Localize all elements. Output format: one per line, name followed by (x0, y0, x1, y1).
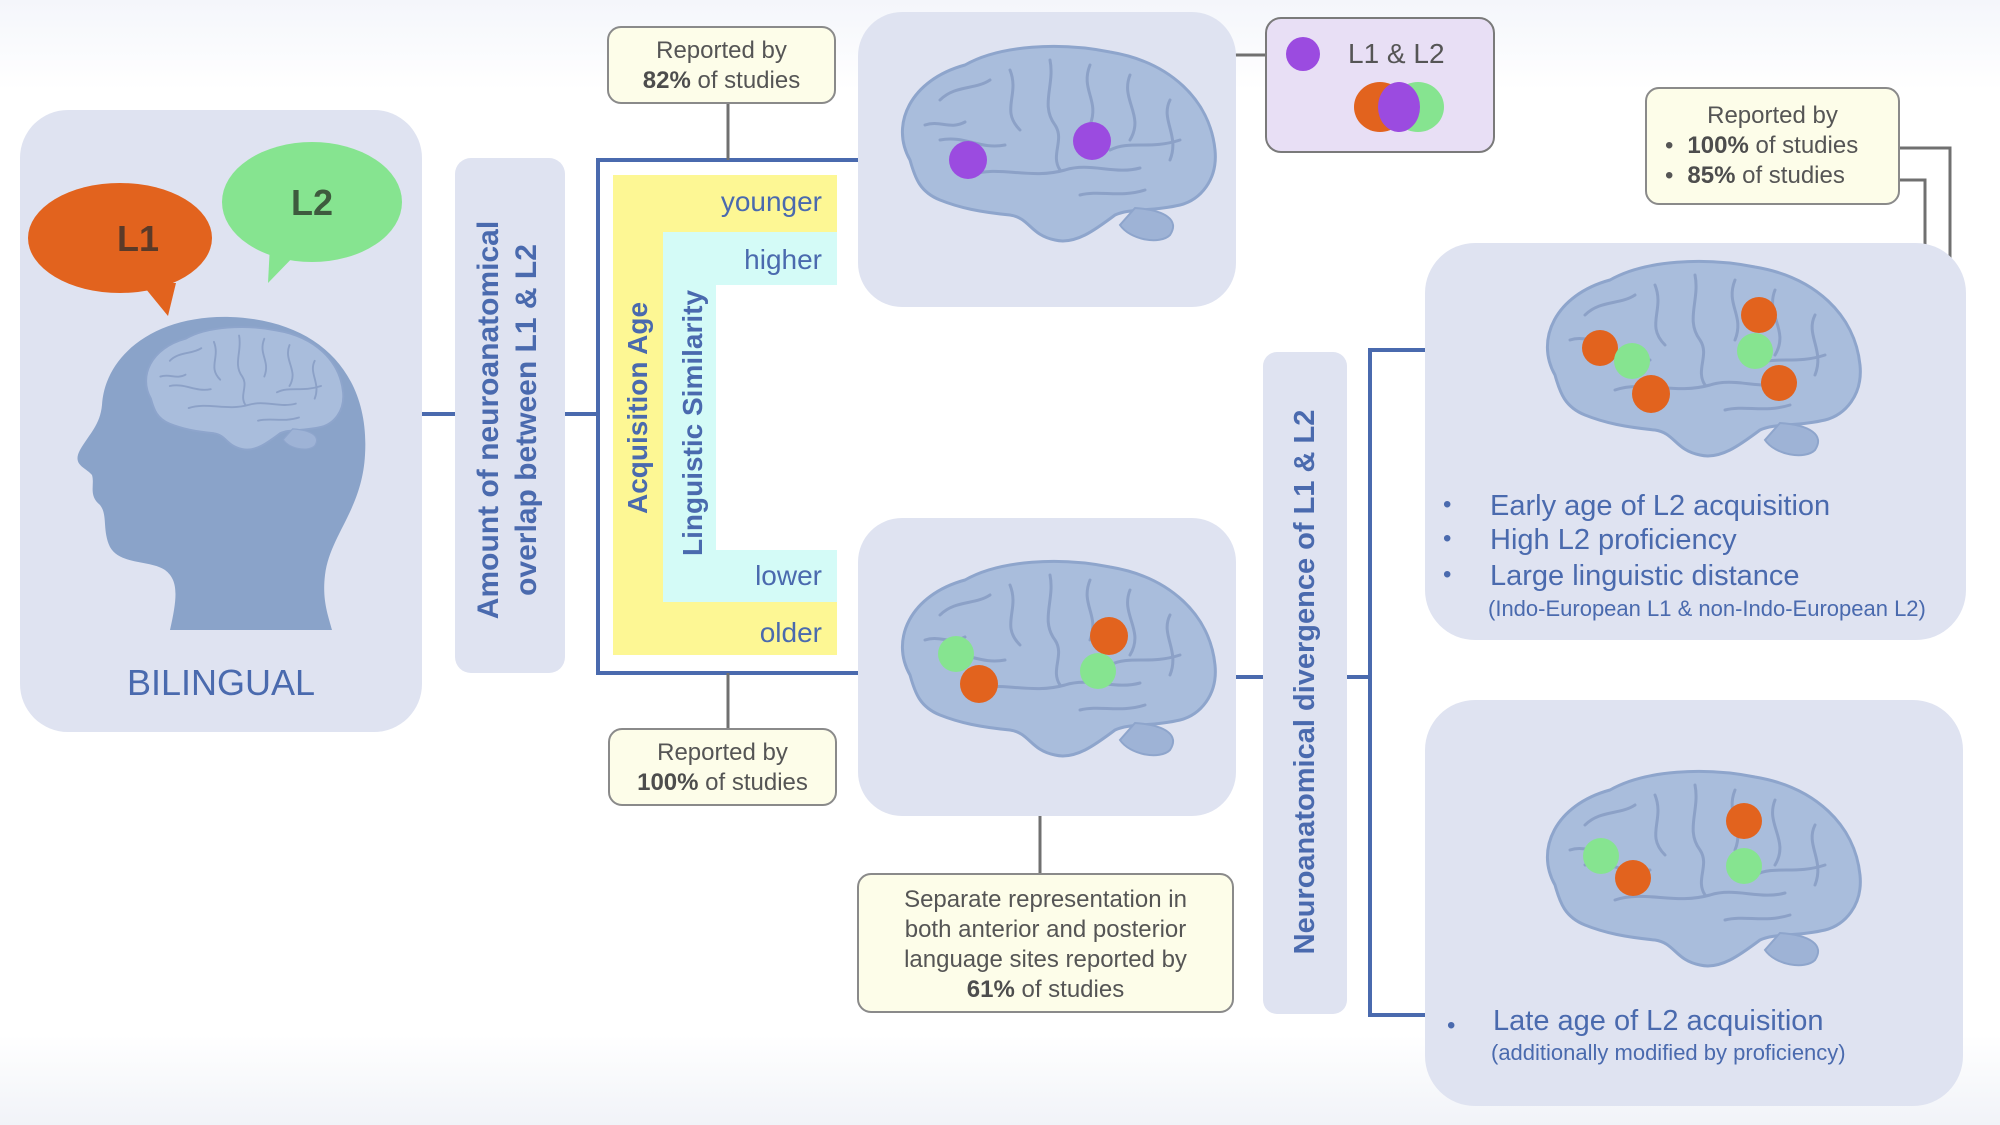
early-l1-dot-2 (1632, 375, 1670, 413)
speech-bubble-l2 (222, 142, 402, 283)
bilingual-panel: L1 L2 BILINGUAL (20, 110, 422, 732)
separate-l2-posterior (1080, 653, 1116, 689)
right-note-item2-pct: 85% (1687, 162, 1736, 189)
right-note-item1-pct: 100% (1687, 132, 1749, 159)
overlap-dot-anterior (949, 141, 987, 179)
note-61-line1: Separate representation in (904, 886, 1187, 913)
speech-bubble-l2-label: L2 (290, 182, 333, 223)
scale-older: older (759, 617, 822, 648)
early-bullet-1: Early age of L2 acquisition (1490, 490, 1831, 522)
divergence-label: Neuroanatomical divergence of L1 & L2 (1289, 409, 1321, 955)
scale-inner-gap (716, 285, 837, 550)
separate-l2-anterior (938, 636, 974, 672)
early-brain (1545, 259, 1862, 458)
note-61-pct: 61% (966, 976, 1015, 1003)
note-separate-61: Separate representation in both anterior… (857, 873, 1234, 1013)
late-l1-dot-1 (1615, 860, 1651, 896)
note-100-pct: 100% (637, 769, 699, 796)
early-l2-dot-1 (1614, 343, 1650, 379)
acquisition-age-label: Acquisition Age (622, 301, 653, 514)
scale-lower: lower (755, 560, 822, 591)
early-l1-dot-3 (1741, 297, 1777, 333)
legend-label: L1 & L2 (1348, 38, 1445, 69)
scale-younger: younger (720, 186, 822, 217)
speech-bubble-l1 (28, 183, 212, 316)
late-l2-dot-2 (1726, 848, 1762, 884)
late-bullet-1-sub: (additionally modified by proficiency) (1491, 1040, 1846, 1065)
note-reported-100-85: Reported by •100% of studies •85% of stu… (1645, 87, 1900, 205)
right-note-item2-rest: of studies (1735, 162, 1845, 189)
right-note-line1: Reported by (1707, 102, 1838, 129)
head-silhouette (77, 316, 366, 630)
early-bullet-3-sub: (Indo-European L1 & non-Indo-European L2… (1488, 596, 1926, 621)
scale-higher: higher (744, 244, 822, 275)
note-reported-100: Reported by 100% of studies (608, 728, 837, 806)
divergence-label-box (1263, 352, 1347, 1014)
early-l2-dot-2 (1737, 333, 1773, 369)
overlap-brain (900, 44, 1217, 243)
early-bullet-2-marker: • (1443, 525, 1452, 552)
legend-dot (1286, 37, 1320, 71)
note-61-rest: of studies (1014, 976, 1125, 1003)
early-l1-dot-4 (1761, 365, 1797, 401)
note-reported-82: Reported by 82% of studies (607, 26, 836, 104)
early-bullet-3: Large linguistic distance (1490, 560, 1800, 592)
overlap-dot-posterior (1073, 122, 1111, 160)
note-61-line2: both anterior and posterior (904, 916, 1187, 943)
note-82-line1: Reported by (656, 37, 787, 64)
legend-overlap-circle (1378, 82, 1420, 132)
note-100-line1: Reported by (657, 739, 788, 766)
speech-bubble-l1-label: L1 (116, 218, 159, 259)
overlap-label: Amount of neuroanatomical overlap betwee… (472, 220, 543, 620)
right-note-item1-rest: of studies (1748, 132, 1859, 159)
separate-l1-posterior (1090, 617, 1128, 655)
separate-brain (900, 559, 1217, 758)
late-bullet-1: Late age of L2 acquisition (1493, 1005, 1824, 1037)
early-bullet-3-marker: • (1443, 561, 1452, 588)
linguistic-similarity-label: Linguistic Similarity (677, 289, 708, 556)
overlap-label-box (455, 158, 565, 673)
early-bullet-1-marker: • (1443, 491, 1452, 518)
note-61-line3: language sites reported by (904, 946, 1187, 973)
bilingual-label: BILINGUAL (126, 662, 316, 703)
late-brain (1545, 769, 1862, 968)
early-bullet-2: High L2 proficiency (1490, 524, 1737, 556)
note-82-pct: 82% (642, 67, 691, 94)
note-82-rest: of studies (690, 67, 801, 94)
late-l1-dot-2 (1726, 803, 1762, 839)
early-l1-dot-1 (1582, 330, 1618, 366)
late-bullet-1-marker: • (1447, 1012, 1456, 1039)
note-100-rest: of studies (698, 769, 808, 796)
separate-l1-anterior (960, 665, 998, 703)
late-l2-dot-1 (1583, 838, 1619, 874)
